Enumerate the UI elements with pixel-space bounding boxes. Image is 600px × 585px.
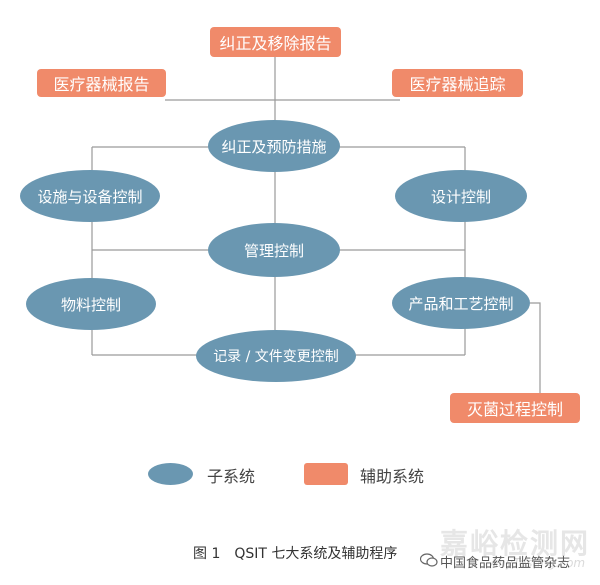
watermark-brand: 嘉峪检测网 xyxy=(440,527,591,560)
node-design-control: 设计控制 xyxy=(395,170,527,222)
wechat-icon xyxy=(420,553,438,567)
connector-sterilization xyxy=(530,302,541,393)
node-management-control: 管理控制 xyxy=(208,223,340,277)
node-records-document-change-control: 记录 / 文件变更控制 xyxy=(196,330,356,382)
watermark-account: 中国食品药品监管杂志 xyxy=(440,556,571,571)
legend-swatch-subsystem xyxy=(148,463,193,485)
legend-label-auxiliary: 辅助系统 xyxy=(360,467,425,486)
node-corrective-removal-report: 纠正及移除报告 xyxy=(210,27,341,57)
node-device-tracking: 医疗器械追踪 xyxy=(392,69,523,97)
node-material-control: 物料控制 xyxy=(26,278,156,330)
figure-caption: 图 1 QSIT 七大系统及辅助程序 xyxy=(193,546,398,562)
watermark-url: AnyTesting.com xyxy=(490,556,586,570)
node-facility-equipment-control: 设施与设备控制 xyxy=(20,170,160,222)
node-sterilization-process-control: 灭菌过程控制 xyxy=(450,393,580,423)
node-production-process-control: 产品和工艺控制 xyxy=(392,277,530,329)
node-capa: 纠正及预防措施 xyxy=(208,120,340,172)
node-device-report: 医疗器械报告 xyxy=(37,69,166,97)
legend-swatch-auxiliary xyxy=(304,463,348,485)
legend-label-subsystem: 子系统 xyxy=(207,467,256,486)
